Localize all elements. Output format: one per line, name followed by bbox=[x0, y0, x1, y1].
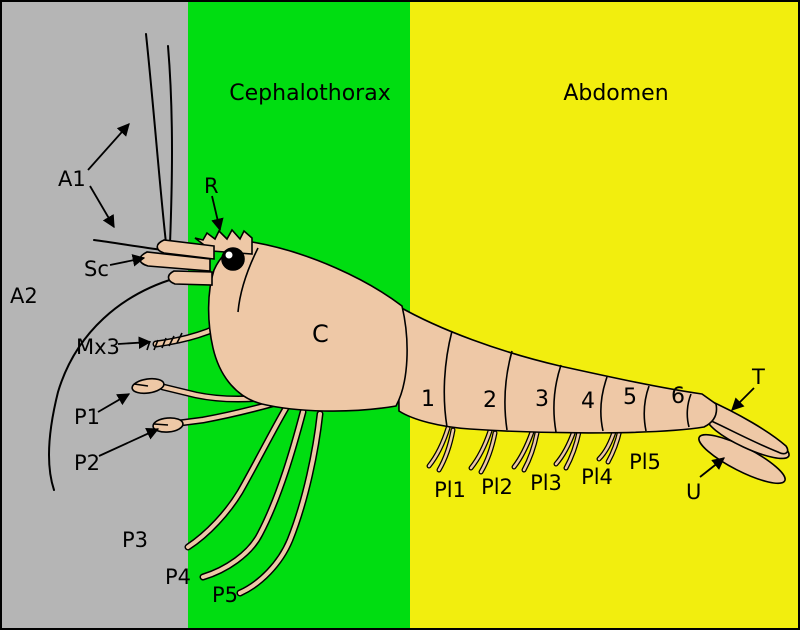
label-a1: A1 bbox=[58, 167, 86, 191]
t-arrow bbox=[731, 387, 755, 411]
segment-number-6: 6 bbox=[671, 384, 685, 409]
eye-highlight bbox=[225, 251, 233, 259]
label-u: U bbox=[686, 480, 701, 504]
label-pl4: Pl4 bbox=[581, 465, 613, 489]
antenna-base bbox=[167, 270, 213, 286]
r-arrow bbox=[211, 195, 224, 232]
p1-arrow bbox=[97, 393, 131, 413]
eye bbox=[221, 247, 245, 271]
segment-number-4: 4 bbox=[581, 389, 595, 414]
annotation-arrows bbox=[87, 123, 755, 478]
label-p5: P5 bbox=[212, 583, 238, 607]
label-sc: Sc bbox=[84, 257, 109, 281]
segment-number-5: 5 bbox=[623, 385, 637, 410]
a1-arrow-upper bbox=[87, 123, 130, 171]
label-p1: P1 bbox=[74, 405, 100, 429]
head-region-background bbox=[0, 0, 188, 630]
mx3-arrow bbox=[117, 336, 152, 349]
label-p3: P3 bbox=[122, 528, 148, 552]
label-pl1: Pl1 bbox=[434, 478, 466, 502]
cervical-groove bbox=[237, 247, 259, 313]
label-p2: P2 bbox=[74, 451, 100, 475]
segment-number-2: 2 bbox=[483, 388, 497, 413]
sc-arrow bbox=[109, 254, 146, 267]
antennule-a1-flagellum-long-2 bbox=[167, 45, 173, 245]
label-p4: P4 bbox=[165, 565, 191, 589]
abdomen-region-background bbox=[410, 0, 800, 630]
abdomen-title: Abdomen bbox=[563, 81, 668, 106]
abdomen-plates bbox=[397, 304, 718, 434]
label-mx3: Mx3 bbox=[76, 335, 120, 359]
antennule-a1-flagellum-long-1 bbox=[145, 33, 167, 244]
abdomen-segment-dividers bbox=[443, 330, 692, 433]
shrimp-body bbox=[131, 228, 790, 485]
u-arrow bbox=[699, 457, 725, 478]
label-pl3: Pl3 bbox=[530, 471, 562, 495]
antennae bbox=[48, 33, 177, 491]
label-t: T bbox=[751, 365, 765, 389]
label-pl5: Pl5 bbox=[629, 450, 661, 474]
label-r: R bbox=[204, 174, 219, 198]
p2-arrow bbox=[98, 427, 160, 457]
a1-arrow-lower bbox=[89, 185, 115, 229]
segment-number-3: 3 bbox=[535, 387, 549, 412]
antennule-peduncle bbox=[156, 239, 215, 260]
telson bbox=[699, 396, 789, 455]
label-c: C bbox=[312, 320, 329, 348]
label-a2: A2 bbox=[10, 284, 38, 308]
antenna-a2-flagellum bbox=[48, 277, 177, 491]
label-pl2: Pl2 bbox=[481, 475, 513, 499]
segment-number-1: 1 bbox=[421, 387, 435, 412]
antennule-a1-flagellum-short bbox=[93, 239, 164, 251]
cephalothorax-title: Cephalothorax bbox=[229, 81, 390, 106]
claw-finger-lines bbox=[133, 383, 169, 426]
